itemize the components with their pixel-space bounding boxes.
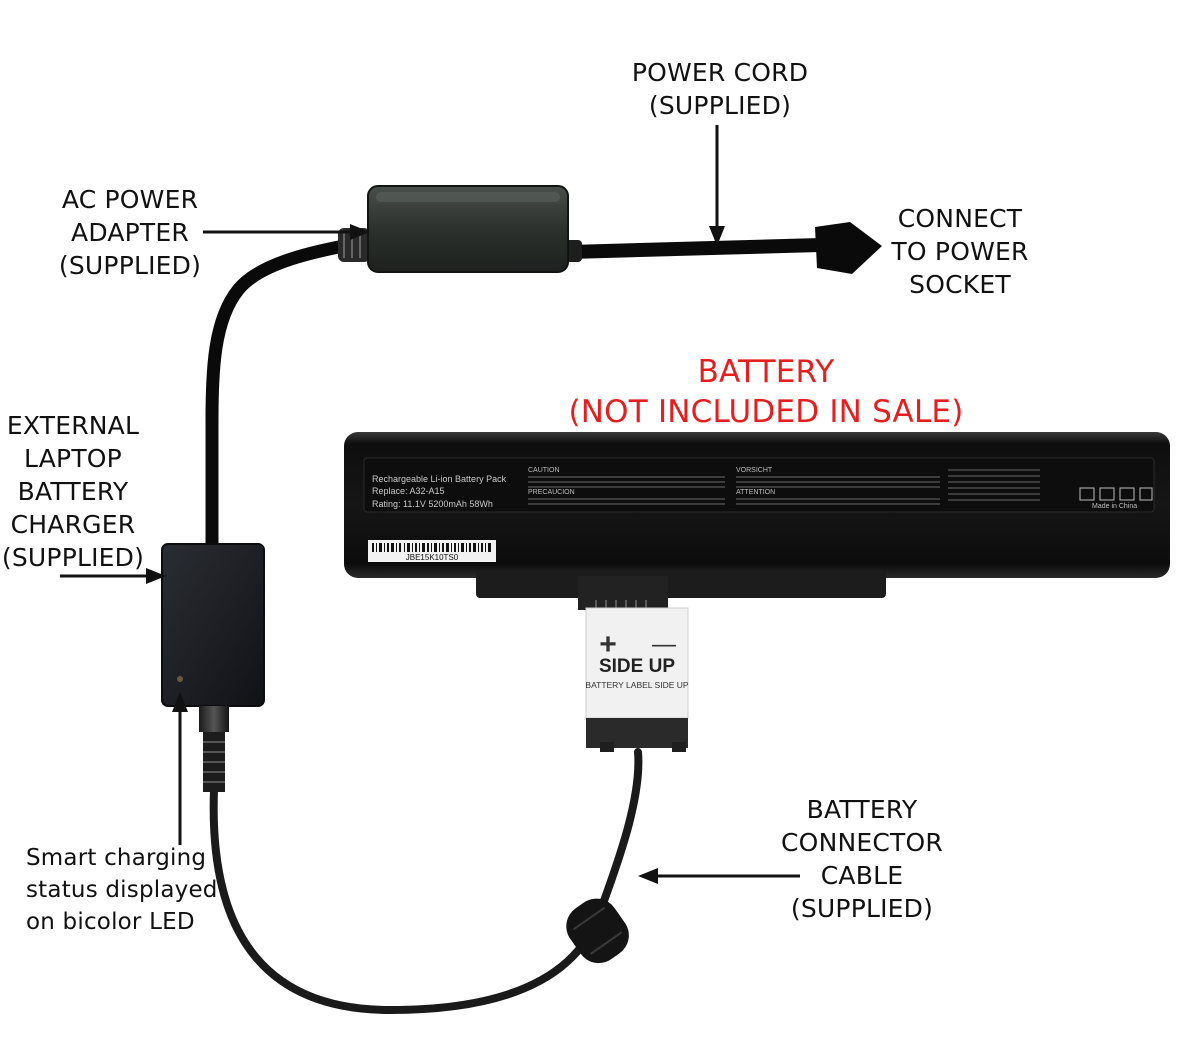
connector-minus: — bbox=[652, 631, 676, 658]
battery-attention: ATTENTION bbox=[736, 489, 775, 496]
callout-arrows bbox=[60, 125, 800, 884]
dc-plug bbox=[199, 706, 229, 792]
connector-plus: + bbox=[599, 628, 617, 661]
label-led-note: Smart charging status displayed on bicol… bbox=[26, 842, 226, 938]
ac-adapter-body bbox=[367, 185, 569, 273]
connector-side-up: SIDE UP bbox=[599, 656, 675, 677]
label-ac-adapter-line3: (SUPPLIED) bbox=[58, 251, 202, 280]
power-cord-arrowhead bbox=[815, 222, 882, 274]
label-ac-adapter: AC POWER ADAPTER (SUPPLIED) bbox=[40, 183, 220, 282]
label-power-cord: POWER CORD (SUPPLIED) bbox=[620, 56, 820, 122]
status-led bbox=[177, 676, 183, 682]
adapter-to-charger-cable bbox=[205, 236, 367, 555]
ferrite-bead bbox=[566, 898, 629, 964]
battery-precaution: PRECAUCION bbox=[528, 489, 575, 496]
battery-connector: + — SIDE UP BATTERY LABEL SIDE UP bbox=[578, 576, 689, 752]
battery-connector-cable bbox=[209, 748, 643, 1015]
label-connect-line3: SOCKET bbox=[909, 270, 1011, 299]
charger-unit bbox=[161, 543, 265, 707]
battery-serial: JBE15K10TS0 bbox=[406, 553, 459, 562]
battery-caution: CAUTION bbox=[528, 467, 560, 474]
battery-replace: Replace: A32-A15 bbox=[372, 486, 445, 496]
battery-rating: Rating: 11.1V 5200mAh 58Wh bbox=[372, 499, 493, 509]
battery-fine-print bbox=[528, 469, 1040, 505]
battery-made-in: Made in China bbox=[1092, 503, 1137, 510]
label-cable-line1: BATTERY bbox=[806, 795, 918, 824]
battery-vorsicht: VORSICHT bbox=[736, 467, 773, 474]
label-led-line2: status displayed bbox=[26, 877, 218, 903]
label-battery-note: BATTERY (NOT INCLUDED IN SALE) bbox=[556, 352, 976, 432]
label-cable-line4: (SUPPLIED) bbox=[790, 894, 934, 923]
label-led-line1: Smart charging bbox=[26, 845, 207, 871]
label-charger-line3: BATTERY bbox=[17, 477, 129, 506]
label-charger: EXTERNAL LAPTOP BATTERY CHARGER (SUPPLIE… bbox=[0, 409, 146, 574]
label-ac-adapter-line1: AC POWER bbox=[61, 185, 199, 214]
label-battery-line1: BATTERY bbox=[697, 354, 835, 390]
certification-marks-icon bbox=[1079, 487, 1153, 501]
adapter-strain-relief-left bbox=[338, 228, 370, 262]
connector-hint: BATTERY LABEL SIDE UP bbox=[585, 680, 688, 690]
battery-pack: JBE15K10TS0 Rechargeable Li-ion Battery … bbox=[344, 432, 1170, 598]
label-charger-line1: EXTERNAL bbox=[6, 411, 140, 440]
label-cable-line2: CONNECTOR bbox=[781, 828, 943, 857]
label-led-line3: on bicolor LED bbox=[26, 909, 195, 935]
battery-barcode bbox=[372, 543, 491, 552]
battery-title: Rechargeable Li-ion Battery Pack bbox=[372, 474, 507, 484]
label-charger-line4: CHARGER bbox=[10, 510, 136, 539]
ac-adapter-highlight bbox=[376, 192, 560, 202]
label-power-cord-line1: POWER CORD bbox=[631, 58, 809, 87]
label-connect-socket: CONNECT TO POWER SOCKET bbox=[870, 202, 1050, 301]
label-connect-line2: TO POWER bbox=[891, 237, 1029, 266]
label-power-cord-line2: (SUPPLIED) bbox=[648, 91, 792, 120]
label-charger-line5: (SUPPLIED) bbox=[1, 543, 145, 572]
power-cord bbox=[569, 238, 821, 259]
label-battery-line2: (NOT INCLUDED IN SALE) bbox=[568, 394, 964, 430]
label-connector-cable: BATTERY CONNECTOR CABLE (SUPPLIED) bbox=[772, 793, 952, 925]
label-connect-line1: CONNECT bbox=[897, 204, 1023, 233]
label-ac-adapter-line2: ADAPTER bbox=[71, 218, 189, 247]
label-cable-line3: CABLE bbox=[820, 861, 904, 890]
label-charger-line2: LAPTOP bbox=[24, 444, 122, 473]
